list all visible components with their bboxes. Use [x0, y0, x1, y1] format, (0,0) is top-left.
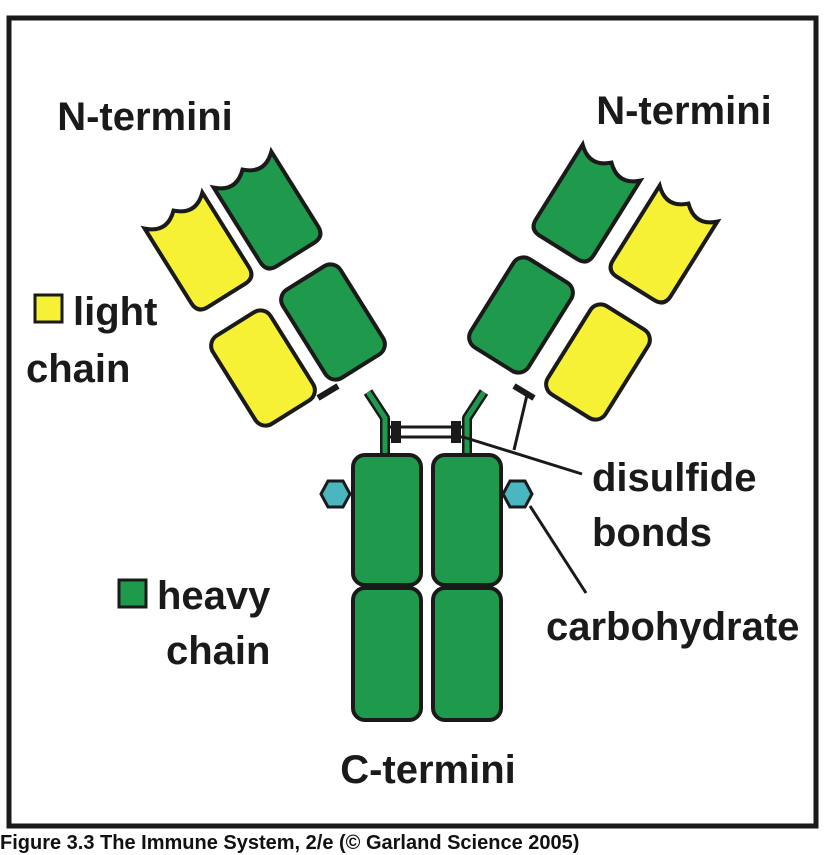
heavy-light-disulfide-bonds	[316, 383, 536, 401]
heavy-heavy-disulfide-bonds	[389, 421, 463, 443]
right-heavy-ch2-domain	[431, 453, 503, 587]
heavy-chain-legend-swatch	[117, 578, 148, 609]
carbohydrate-label: carbohydrate	[546, 605, 799, 649]
figure-caption: Figure 3.3 The Immune System, 2/e (© Gar…	[0, 832, 580, 854]
n-termini-right-label: N-termini	[596, 89, 772, 133]
disulfide-bonds-label-line1: disulfide	[592, 456, 756, 500]
light-chain-label-line2: chain	[26, 347, 130, 391]
heavy-chain-label-line2: chain	[166, 629, 270, 673]
right-heavy-ch3-domain	[431, 586, 503, 722]
left-heavy-constant-domain	[279, 262, 387, 382]
hinge-region	[316, 383, 536, 457]
heavy-chain-label-line1: heavy	[157, 574, 271, 618]
leader-lines	[462, 394, 588, 594]
disulfide-bonds-label-line2: bonds	[592, 511, 712, 555]
light-chain-label-line1: light	[73, 290, 157, 334]
c-termini-label: C-termini	[340, 748, 516, 792]
fc-region	[351, 453, 503, 722]
left-arm	[142, 149, 387, 428]
left-carbohydrate	[319, 479, 352, 509]
right-arm	[467, 142, 720, 422]
n-termini-left-label: N-termini	[57, 95, 233, 139]
right-light-constant-domain	[544, 302, 652, 422]
right-carbohydrate	[501, 479, 534, 509]
left-heavy-ch2-domain	[351, 453, 423, 587]
left-light-constant-domain	[209, 308, 317, 428]
light-chain-legend-swatch	[33, 293, 64, 324]
right-heavy-constant-domain	[467, 255, 575, 375]
left-heavy-ch3-domain	[351, 586, 423, 722]
